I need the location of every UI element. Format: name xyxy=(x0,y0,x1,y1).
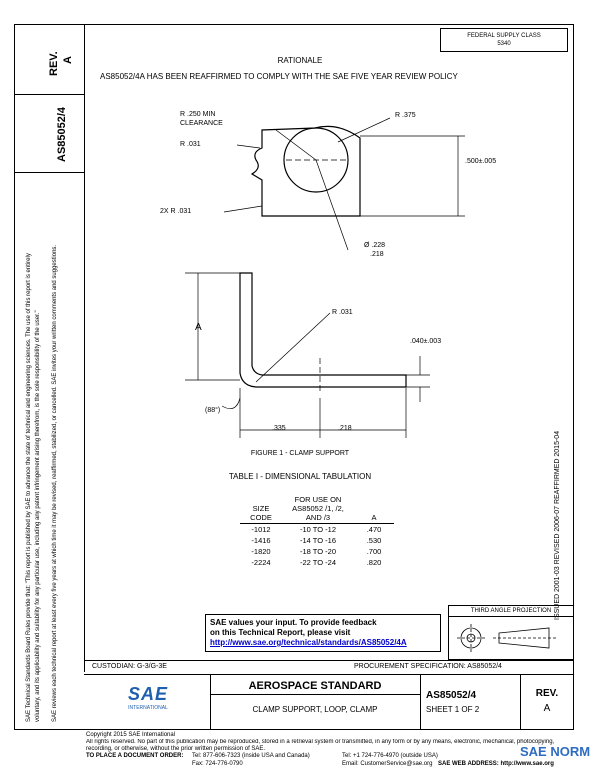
projection-symbol-icon xyxy=(457,624,557,652)
sae-logo-sub: INTERNATIONAL xyxy=(128,705,168,711)
table-title: TABLE I - DIMENSIONAL TABULATION xyxy=(228,472,372,481)
footer-web[interactable]: SAE WEB ADDRESS: http://www.sae.org xyxy=(438,761,554,767)
custodian-row xyxy=(84,660,574,675)
page-frame xyxy=(14,24,574,730)
fsc-line1: FEDERAL SUPPLY CLASS xyxy=(467,33,541,39)
table-cell: -18 TO -20 xyxy=(300,547,336,556)
feedback-box: SAE values your input. To provide feedba… xyxy=(205,614,441,652)
table-cell: .530 xyxy=(366,536,382,545)
label-r375: R .375 xyxy=(395,112,416,119)
rev-header-box xyxy=(14,24,85,95)
table-cell: .470 xyxy=(366,525,382,534)
footer-rights: All rights reserved. No part of this pub… xyxy=(86,739,555,745)
table-cell: -1820 xyxy=(251,547,271,556)
title-block-rev-label: REV. xyxy=(535,688,559,699)
left-notice-1: SAE Technical Standards Board Rules prov… xyxy=(26,253,32,722)
feedback-link[interactable]: http://www.sae.org/technical/standards/A… xyxy=(210,638,407,647)
label-height-dim: .500±.005 xyxy=(465,158,497,165)
title-block-hline xyxy=(210,694,420,695)
feedback-line2: on this Technical Report, please visit xyxy=(210,628,351,637)
projection-label: THIRD ANGLE PROJECTION xyxy=(449,606,573,617)
top-view-outline xyxy=(250,125,361,217)
rationale-text: AS85052/4A HAS BEEN REAFFIRMED TO COMPLY… xyxy=(100,72,458,81)
table-row: -1416 -14 TO -16 .530 xyxy=(240,535,394,546)
table-row: -1012 -10 TO -12 .470 xyxy=(240,524,394,536)
feedback-line1: SAE values your input. To provide feedba… xyxy=(210,618,377,627)
footer-email: Email: CustomerService@sae.org xyxy=(342,761,433,767)
title-block-divider-1 xyxy=(210,675,211,730)
side-view-outline xyxy=(239,272,407,388)
docnum-header: AS85052/4 xyxy=(56,106,68,162)
footer: Copyright 2015 SAE International All rig… xyxy=(86,732,576,753)
label-dia-upper: Ø .228 xyxy=(364,242,386,249)
footer-rights-2: recording, or otherwise, without the pri… xyxy=(86,746,266,752)
table-header-cell: A xyxy=(354,494,394,524)
document-title: CLAMP SUPPORT, LOOP, CLAMP xyxy=(252,705,378,714)
table-cell: -10 TO -12 xyxy=(300,525,336,534)
left-column-rule xyxy=(84,172,85,672)
projection-box: THIRD ANGLE PROJECTION xyxy=(448,605,574,660)
sae-logo-mark: SAE xyxy=(127,684,168,704)
rev-header-value: A xyxy=(62,56,74,64)
custodian: CUSTODIAN: G-3/G-3E xyxy=(92,663,167,670)
title-block-divider-3 xyxy=(520,675,521,730)
sae-logo: SAE INTERNATIONAL xyxy=(118,684,178,711)
table-cell: -2224 xyxy=(251,558,271,567)
fsc-box: FEDERAL SUPPLY CLASS 5340 xyxy=(440,28,568,52)
table-header-cell: SIZE CODE xyxy=(240,494,282,524)
table-header-row: SIZE CODE FOR USE ON AS85052 /1, /2, AND… xyxy=(240,494,394,524)
footer-tel2: Tel: +1 724-776-4970 (outside USA) xyxy=(342,753,438,759)
table-cell: -22 TO -24 xyxy=(300,558,336,567)
footer-tel1: Tel: 877-606-7323 (inside USA and Canada… xyxy=(192,753,310,759)
table-cell: .820 xyxy=(366,558,382,567)
table-cell: -14 TO -16 xyxy=(300,536,336,545)
sheet-number: SHEET 1 OF 2 xyxy=(426,705,480,714)
label-angle: (88°) xyxy=(205,407,221,414)
docnum-header-box xyxy=(14,94,85,173)
aerospace-standard: AEROSPACE STANDARD xyxy=(248,680,382,692)
rationale-title: RATIONALE xyxy=(277,56,323,65)
sae-norm-watermark: SAE NORM xyxy=(520,744,591,759)
table-row: -1820 -18 TO -20 .700 xyxy=(240,546,394,557)
footer-fax: Fax: 724-776-0790 xyxy=(192,761,243,767)
table-row: -2224 -22 TO -24 .820 xyxy=(240,557,394,568)
document-history: ISSUED 2001-03 REVISED 2006-07 REAFFIRME… xyxy=(554,430,561,620)
label-dia-lower: .218 xyxy=(370,251,384,258)
rev-header-label: REV. xyxy=(48,51,60,76)
table-cell: -1416 xyxy=(251,536,271,545)
table-header-cell: FOR USE ON AS85052 /1, /2, AND /3 xyxy=(282,494,354,524)
footer-copyright: Copyright 2015 SAE International xyxy=(86,732,176,738)
title-block-docnum: AS85052/4 xyxy=(426,690,477,701)
label-r250: R .250 MIN xyxy=(180,111,216,118)
mounting-hole xyxy=(283,127,349,193)
label-width-1: .335 xyxy=(272,425,286,432)
title-block-divider-2 xyxy=(420,675,421,730)
label-thickness: .040±.003 xyxy=(410,338,442,345)
label-clearance: CLEARANCE xyxy=(180,120,223,127)
left-notice-3: SAE reviews each technical report at lea… xyxy=(52,244,58,722)
label-width-2: .218 xyxy=(338,425,352,432)
label-2x-r031: 2X R .031 xyxy=(160,208,192,215)
label-a: A xyxy=(195,322,202,333)
table-cell: -1012 xyxy=(251,525,271,534)
procurement-spec: PROCUREMENT SPECIFICATION: AS85052/4 xyxy=(354,663,502,670)
footer-order-label: TO PLACE A DOCUMENT ORDER: xyxy=(86,753,184,759)
table-cell: .700 xyxy=(366,547,382,556)
title-block-rev-value: A xyxy=(543,703,551,714)
clamp-support-drawing xyxy=(185,117,465,438)
figure-caption: FIGURE 1 - CLAMP SUPPORT xyxy=(250,450,350,457)
fsc-line2: 5340 xyxy=(497,41,511,47)
dimension-table: SIZE CODE FOR USE ON AS85052 /1, /2, AND… xyxy=(240,494,394,568)
label-r031-a: R .031 xyxy=(180,141,201,148)
left-notice-2: voluntary, and its applicability and sui… xyxy=(35,310,41,722)
label-side-r031: R .031 xyxy=(332,309,353,316)
